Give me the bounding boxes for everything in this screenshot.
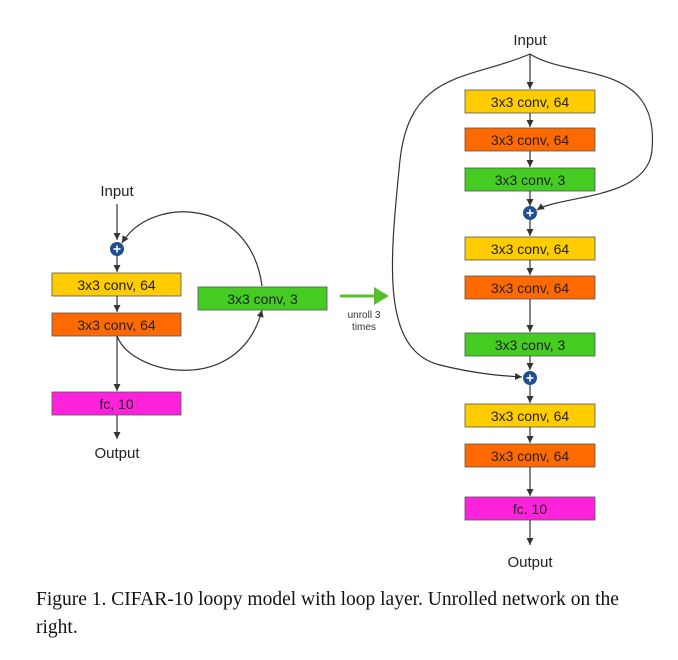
unroll-arrow: unroll 3 times bbox=[340, 287, 389, 333]
unroll-text-line2: times bbox=[352, 322, 376, 333]
right-block-4-label: 3x3 conv, 64 bbox=[491, 241, 570, 257]
right-block-8: 3x3 conv, 64 bbox=[464, 443, 596, 468]
right-block-3-label: 3x3 conv, 3 bbox=[495, 172, 566, 188]
right-network: Input 3x3 conv, 64 3x3 conv, 64 3x3 conv… bbox=[391, 32, 653, 571]
left-conv2-block: 3x3 conv, 64 bbox=[51, 312, 182, 337]
right-block-6-label: 3x3 conv, 3 bbox=[495, 337, 566, 353]
figure-caption: Figure 1. CIFAR-10 loopy model with loop… bbox=[36, 589, 619, 638]
left-input-label: Input bbox=[100, 183, 134, 200]
right-fc-label: fc. 10 bbox=[513, 501, 547, 517]
right-plus-node-1 bbox=[523, 206, 537, 220]
left-fc-label: fc, 10 bbox=[99, 396, 133, 412]
left-output-label: Output bbox=[94, 445, 140, 462]
diagram-canvas: Input 3x3 conv, 64 3x3 conv, 64 bbox=[51, 32, 653, 571]
right-block-2: 3x3 conv, 64 bbox=[464, 127, 596, 152]
right-block-7-label: 3x3 conv, 64 bbox=[491, 408, 570, 424]
right-output-label: Output bbox=[507, 554, 553, 571]
left-fc-block: fc, 10 bbox=[51, 391, 182, 416]
right-block-5-label: 3x3 conv, 64 bbox=[491, 280, 570, 296]
left-loop-label: 3x3 conv, 3 bbox=[227, 291, 298, 307]
left-edge-conv2-loop bbox=[116, 309, 264, 371]
left-conv1-label: 3x3 conv, 64 bbox=[77, 277, 156, 293]
right-fc-block: fc. 10 bbox=[464, 496, 596, 521]
right-block-3: 3x3 conv, 3 bbox=[464, 167, 596, 192]
right-block-6: 3x3 conv, 3 bbox=[464, 332, 596, 357]
left-plus-node bbox=[110, 242, 124, 256]
right-input-label: Input bbox=[513, 32, 547, 49]
right-skip-input-plus1 bbox=[529, 53, 653, 211]
unroll-text-line1: unroll 3 bbox=[348, 310, 381, 321]
right-plus-node-2 bbox=[523, 371, 537, 385]
right-block-1-label: 3x3 conv, 64 bbox=[491, 94, 570, 110]
left-conv2-label: 3x3 conv, 64 bbox=[77, 317, 156, 333]
right-block-1: 3x3 conv, 64 bbox=[464, 89, 596, 114]
left-edge-loop-plus bbox=[121, 211, 263, 287]
left-network: Input 3x3 conv, 64 3x3 conv, 64 bbox=[51, 183, 328, 462]
right-block-8-label: 3x3 conv, 64 bbox=[491, 448, 570, 464]
left-loop-block: 3x3 conv, 3 bbox=[197, 286, 328, 311]
right-block-2-label: 3x3 conv, 64 bbox=[491, 132, 570, 148]
right-skip-input-plus2 bbox=[391, 53, 531, 380]
right-block-7: 3x3 conv, 64 bbox=[464, 403, 596, 428]
right-block-4: 3x3 conv, 64 bbox=[464, 236, 596, 261]
left-conv1-block: 3x3 conv, 64 bbox=[51, 272, 182, 297]
right-block-5: 3x3 conv, 64 bbox=[464, 275, 596, 300]
